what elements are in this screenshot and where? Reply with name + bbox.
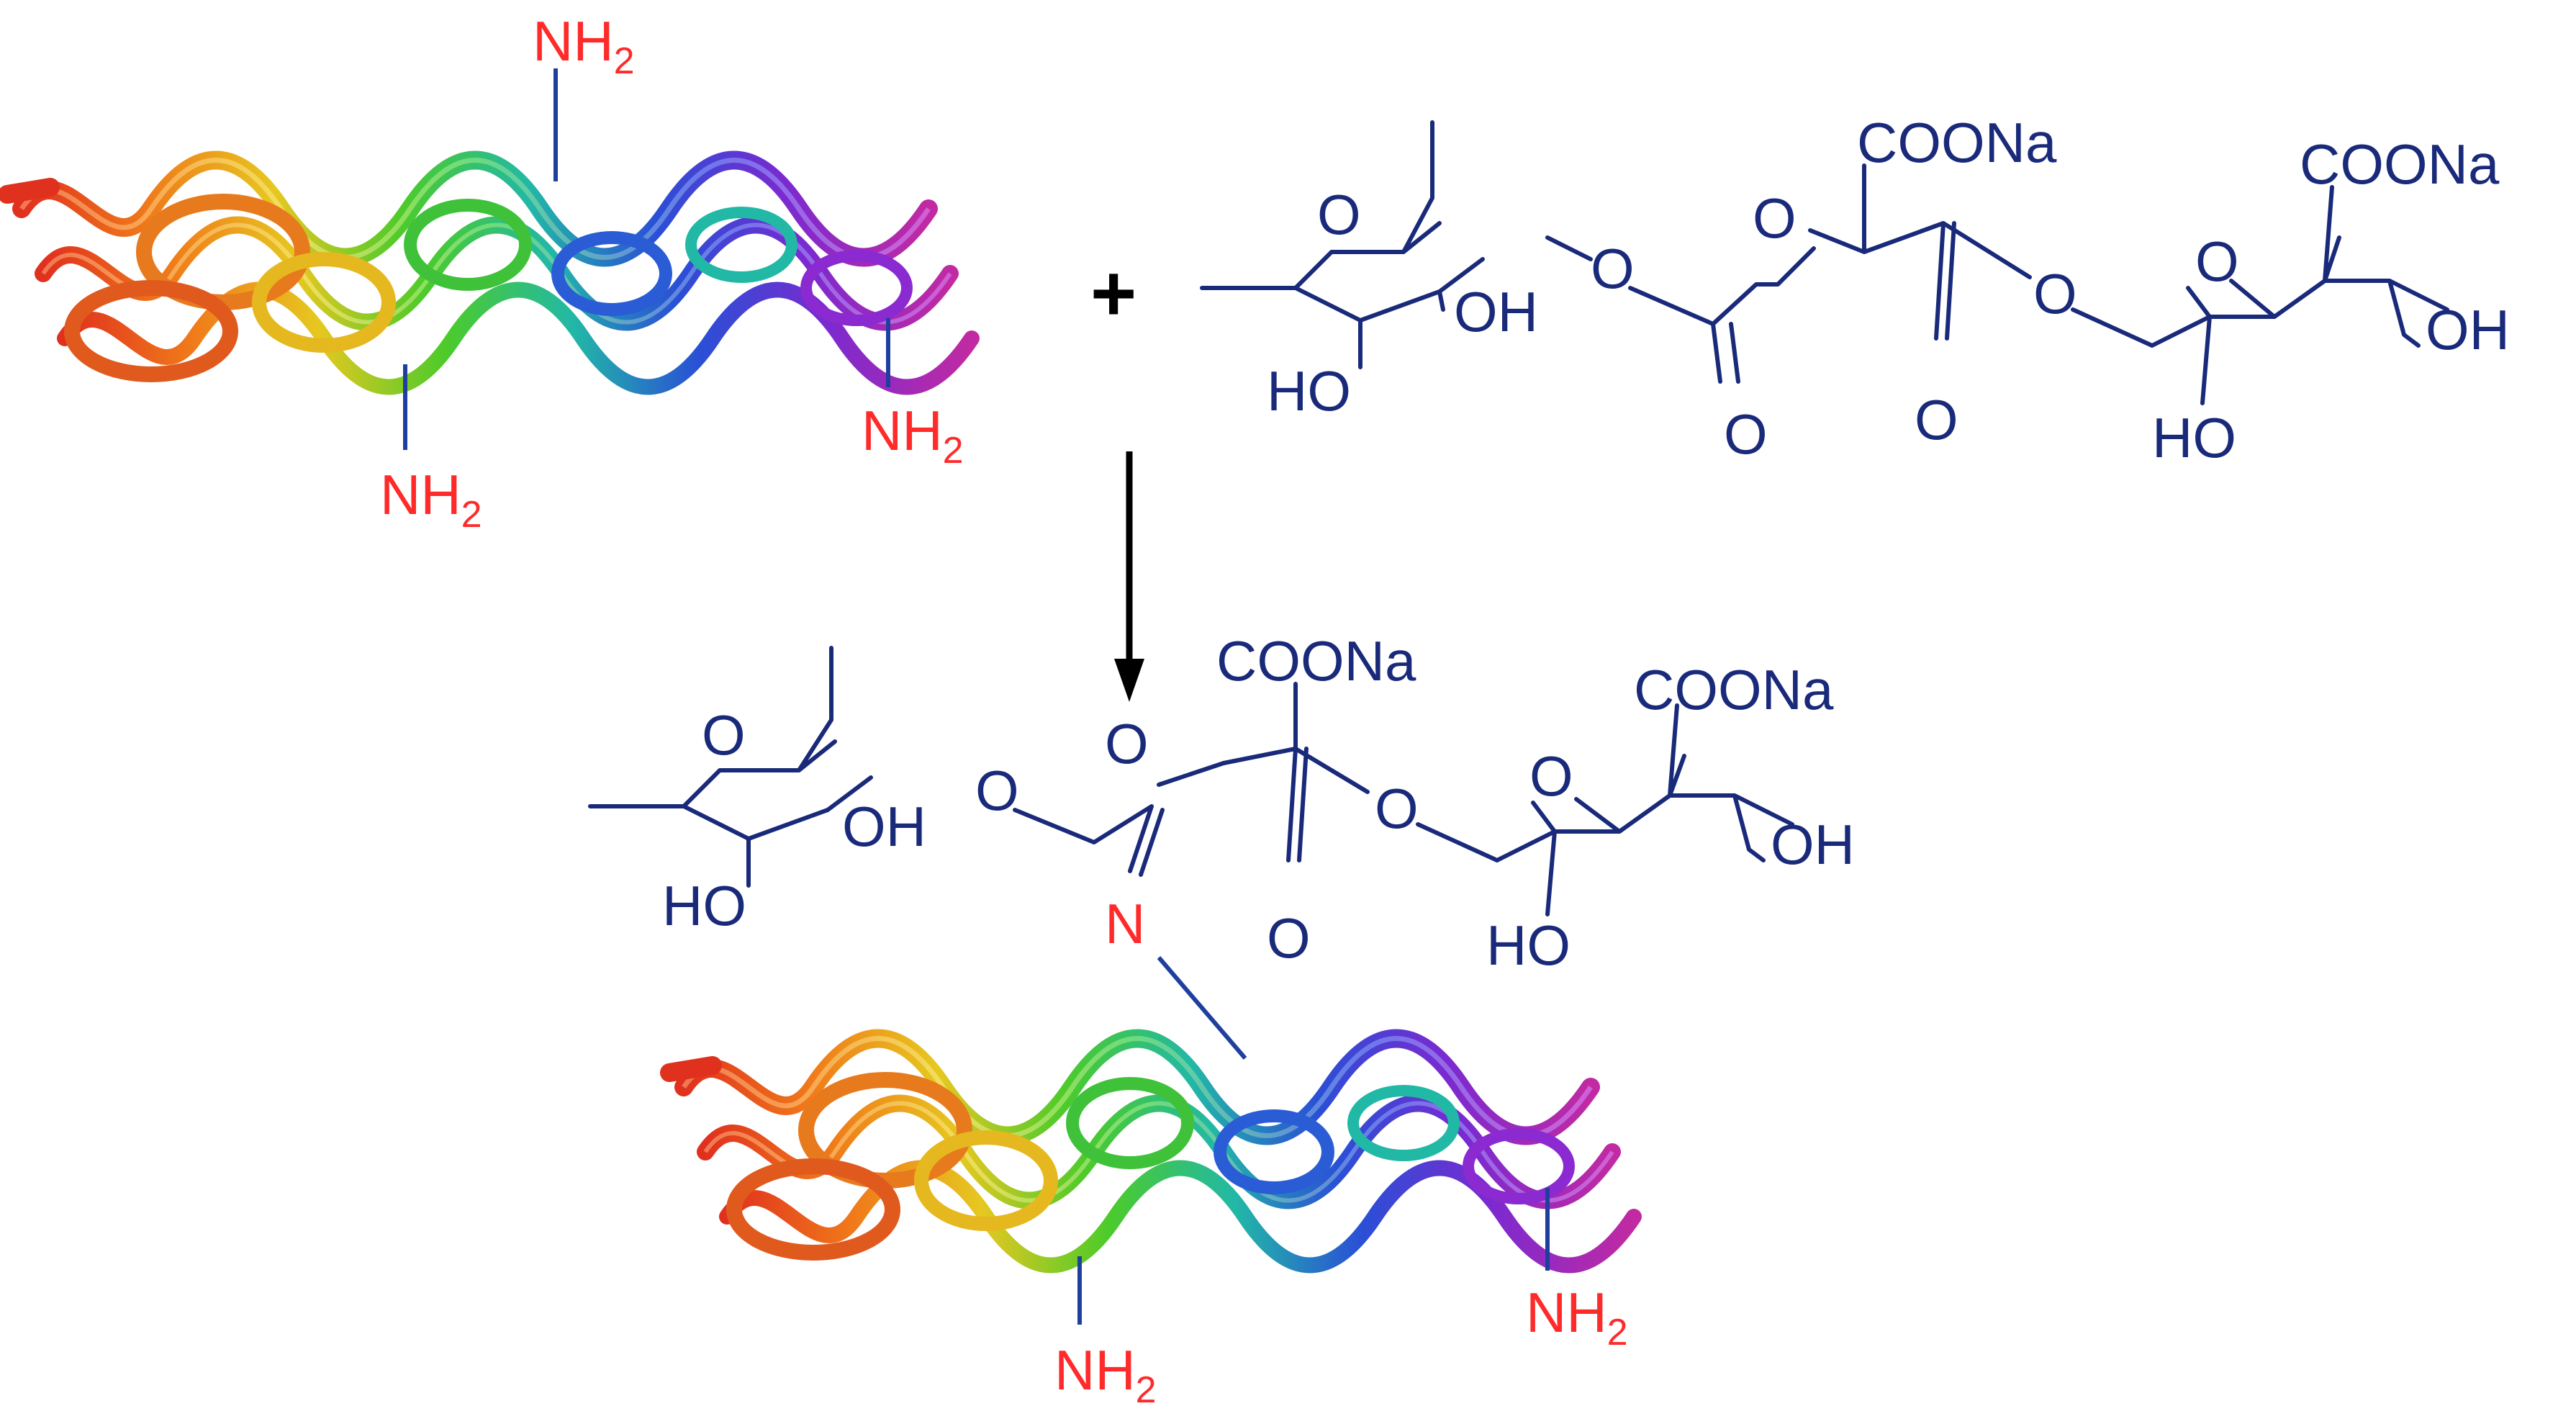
product-glycosidic-oxygen-1: O (975, 759, 1019, 822)
ring-2-bonds (2071, 185, 2449, 405)
ring-2-oxygen: O (2195, 230, 2239, 293)
imine-nitrogen: N (1105, 892, 1145, 955)
amine-label-top-1: NH2 (533, 9, 635, 82)
ring-2-hydroxyl-b: HO (2152, 406, 2236, 469)
carboxylate-1: COONa (1857, 111, 2057, 174)
ring-open-oxygen: O (1753, 186, 1797, 250)
product-ring-1-oxygen: O (702, 703, 746, 767)
product-ring-2-hydroxyl-a: OH (1771, 813, 1855, 876)
ring-1-hydroxyl-b: HO (1267, 359, 1351, 423)
product-ring-2-oxygen: O (1529, 744, 1573, 808)
product-glycosidic-oxygen-2: O (1375, 777, 1419, 840)
product-aldehyde-oxygen: O (1267, 906, 1311, 970)
plus-sign: + (1090, 249, 1136, 338)
product-ring-open-oxygen: O (1105, 712, 1149, 775)
glycosidic-oxygen-1: O (1591, 237, 1635, 300)
product-ring-2-hydroxyl-b: HO (1486, 914, 1571, 977)
product-open-chain-bonds-2 (1221, 682, 1370, 862)
product-open-chain-bonds-1 (1013, 761, 1226, 877)
imine-to-protein-bond (1157, 956, 1247, 1060)
aldehyde-oxygen-2: O (1915, 388, 1958, 451)
amine-label-bottom-1: NH2 (1054, 1338, 1157, 1411)
amine-label-top-3: NH2 (862, 399, 964, 472)
open-chain-bonds-1 (1545, 235, 1816, 384)
product-ring-2-bonds (1416, 703, 1794, 916)
ring-1-bonds (1200, 120, 1485, 369)
aldehyde-oxygen-1: O (1724, 402, 1768, 466)
reaction-arrow (1114, 451, 1144, 702)
ring-1-oxygen: O (1317, 183, 1361, 246)
amine-label-top-2: NH2 (380, 463, 482, 536)
oxidized-alginate: O OH HO O O O COONa O O O COONa OH HO (1200, 111, 2510, 469)
carboxylate-2: COONa (2300, 132, 2500, 196)
amine-label-bottom-2: NH2 (1526, 1281, 1628, 1353)
product-ring-1-hydroxyl-b: HO (662, 874, 746, 937)
product-ring-1-bonds (588, 646, 873, 888)
ring-1-hydroxyl-a: OH (1454, 280, 1538, 343)
ring-2-hydroxyl-a: OH (2426, 298, 2510, 361)
arrow-head (1114, 659, 1144, 702)
product-carboxylate-1: COONa (1216, 629, 1416, 693)
protein-top-ribbon (7, 161, 972, 387)
product-conjugate: O OH HO O O N COONa O O O COONa OH HO NH… (588, 629, 1855, 1411)
open-chain-bonds-2 (1808, 163, 2032, 341)
protein-bottom-ribbon (669, 1039, 1634, 1266)
protein-top: NH2 NH2 NH2 (7, 9, 972, 536)
product-ring-1-hydroxyl-a: OH (842, 795, 926, 858)
glycosidic-oxygen-2: O (2033, 262, 2077, 325)
product-carboxylate-2: COONa (1634, 658, 1834, 721)
